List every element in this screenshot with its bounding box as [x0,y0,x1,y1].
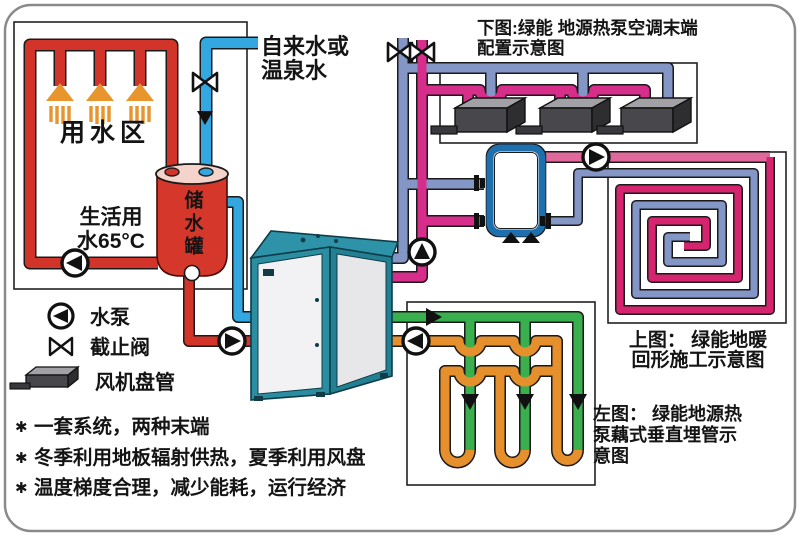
shower-branch-pipes [55,45,145,86]
valves [191,41,436,93]
tap-water-pipe [201,38,258,172]
fan-coil-units [430,96,694,135]
note-star-icon: ✱ [15,480,28,497]
borehole-box [406,301,596,486]
unit-logo-plate [263,269,274,276]
floor-spiral-return-pipe [545,169,758,298]
stop-valve-icon [191,71,219,93]
down-arrow-icon [569,394,587,410]
fig-bottom-caption-line1: 下图:绿能 地源热泵空调末端 [477,18,698,38]
fig-bottom-caption-line2: 配置示意图 [477,38,565,58]
stop-valve-icon [48,336,74,357]
notes: ✱ 一套系统，两种末端 ✱ 冬季利用地板辐射供热，夏季利用风盘 ✱ 温度梯度合理… [15,415,366,499]
tank-foot [522,232,540,243]
fig-top-caption-line1: 上图： 绿能地暖 [629,328,768,351]
source-water-label-line2: 温泉水 [261,58,328,83]
legend: 水泵 截止阀 风机盘管 [9,302,175,394]
fan-coil-unit [596,96,694,135]
fig-left-caption-line1: 左图： 绿能地源热 [593,403,742,424]
legend-label-pump: 水泵 [90,306,130,329]
fan-coil-unit [515,96,613,135]
pump-icon [581,142,611,172]
note-line: 冬季利用地板辐射供热，夏季利用风盘 [34,446,366,469]
legend-label-valve: 截止阀 [90,335,150,359]
pump-icon [401,326,431,356]
storage-tank [155,163,229,282]
right-arrow-icon [426,308,442,326]
tank-inlet-port [198,167,214,177]
domestic-water-label-line2: 水65°C [77,230,145,253]
ground-loop-return-lower [440,366,557,450]
storage-tank-label: 储水罐 [182,189,205,259]
shower-head [86,83,114,124]
note-star-icon: ✱ [15,419,28,436]
water-area-label: 用水区 [60,119,150,147]
pipes [25,38,774,467]
source-water-label-line1: 自来水或 [261,34,349,59]
heating-riser-pipe [386,40,427,282]
pump-icon [217,326,247,356]
pump-icon [60,248,90,278]
pump-icon [47,302,75,330]
tank-inlet-port [164,167,180,177]
usage-area-box [13,21,248,290]
fig-left-caption-line2: 泵藕式垂直埋管示 [593,424,737,445]
note-star-icon: ✱ [15,450,28,467]
legend-label-fan-coil: 风机盘管 [95,370,175,394]
flow-arrows [197,111,587,410]
shower-head [46,83,74,124]
note-line: 一套系统，两种末端 [34,415,210,438]
down-arrow-icon [516,394,534,410]
pump-icon [407,237,437,267]
heat-pump-unit [249,230,400,401]
note-line: 温度梯度合理，减少能耗，运行经济 [34,476,347,499]
fan-coil-icon [9,365,80,390]
tank-foot [502,232,520,243]
tank-drain-port [183,264,201,282]
fan-coil-unit [430,96,528,135]
domestic-water-label-line1: 生活用 [80,205,143,229]
tank-to-unit-cold-pipe [224,197,256,322]
buffer-tank [474,143,551,243]
shower-head [126,83,154,124]
shower-heads [46,83,154,124]
ground-loop-return-upper [390,336,562,450]
floor-heating-spiral [616,157,774,314]
fig-left-caption-line3: 意图 [593,445,629,466]
stop-valve-icon [408,41,436,63]
pumps [60,142,611,356]
borehole-u-bends [440,449,583,467]
flange-fitting [474,175,551,229]
fig-top-caption-line2: 回形施工示意图 [631,348,764,371]
down-arrow-icon [461,394,479,410]
down-arrow-icon [197,111,213,125]
